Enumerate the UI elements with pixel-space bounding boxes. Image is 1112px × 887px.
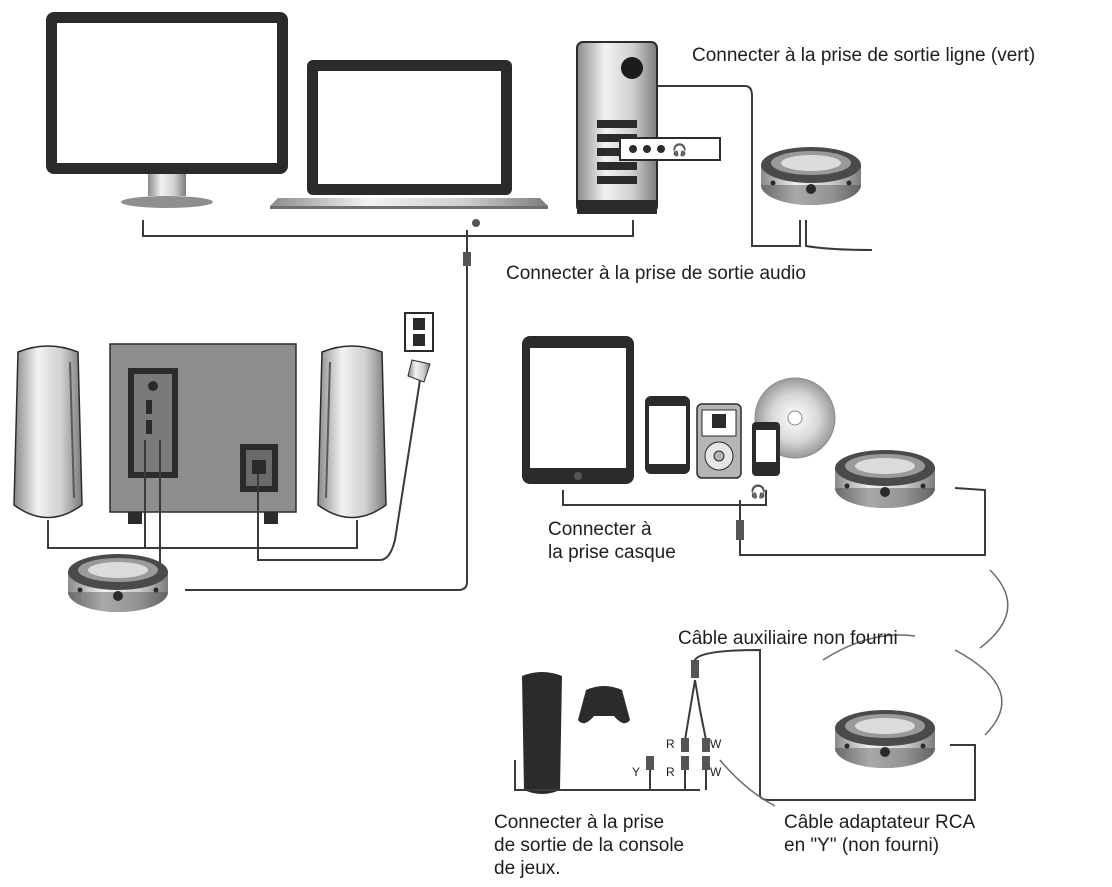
rca-letter-w1: W: [710, 737, 722, 751]
tablet: [522, 336, 634, 484]
line-out-label: Connecter à la prise de sortie ligne (ve…: [692, 45, 1036, 66]
svg-text:🎧: 🎧: [672, 143, 687, 157]
remote-puck-mid: [835, 450, 935, 508]
mobile-bracket: [562, 487, 986, 556]
game-console: [522, 672, 562, 794]
gamepad-icon: [578, 686, 630, 724]
console-label-line2: de sortie de la console: [494, 835, 685, 856]
pc-tower: 🎧: [576, 41, 721, 214]
rca-plugs: [646, 660, 710, 770]
headphone-symbol-icon: 🎧: [750, 484, 766, 500]
subwoofer: [109, 343, 297, 524]
console-label-line1: Connecter à la prise: [494, 812, 665, 833]
smartphone: [645, 396, 690, 474]
line-out-cable: [658, 85, 873, 251]
headphone-label-line1: Connecter à: [548, 519, 652, 540]
console-label-line3: de jeux.: [494, 858, 561, 879]
aux-cable-label: Câble auxiliaire non fourni: [678, 628, 898, 649]
rca-label-line2: en "Y" (non fourni): [784, 835, 940, 856]
mobile-plug: [736, 520, 744, 540]
audio-out-label: Connecter à la prise de sortie audio: [506, 263, 806, 284]
music-player: [696, 403, 742, 479]
laptop: [270, 60, 548, 209]
right-satellite-speaker: [317, 345, 387, 519]
rca-label-pointer: [719, 759, 776, 807]
top-bracket: [142, 220, 634, 252]
mp3-player: [752, 422, 780, 476]
speaker-cables: [47, 379, 421, 585]
curve-arrow-lower: [954, 649, 1003, 736]
desktop-monitor: [46, 12, 288, 208]
rca-letter-y: Y: [632, 765, 641, 779]
rca-label-line1: Câble adaptateur RCA: [784, 812, 976, 833]
left-satellite-speaker: [13, 345, 83, 519]
curve-arrow-upper: [979, 569, 1009, 649]
remote-puck-left: [68, 554, 168, 612]
audio-cable-main: [185, 266, 468, 591]
headphone-label-line2: la prise casque: [548, 542, 676, 563]
power-outlet: [404, 312, 434, 383]
remote-puck-top: [761, 147, 861, 205]
rca-letter-r2: R: [666, 765, 675, 779]
remote-puck-bottom: [835, 710, 935, 768]
top-plug: [463, 219, 480, 266]
rca-cables: [514, 648, 976, 801]
rca-letter-r1: R: [666, 737, 675, 751]
aux-label-pointer: [822, 634, 916, 661]
rca-letter-w2: W: [710, 765, 722, 779]
